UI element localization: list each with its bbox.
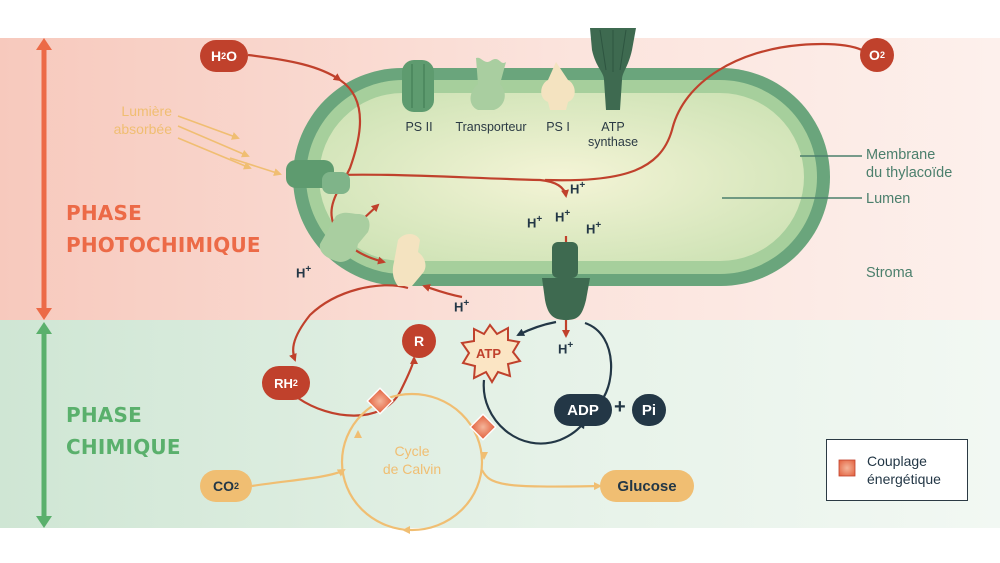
transporter-lower	[319, 212, 370, 262]
membrane-label: Membrane du thylacoïde	[866, 147, 953, 181]
phase-photochemical-label: PHASE PHOTOCHIMIQUE	[66, 201, 261, 257]
photochemical-side-arrow	[36, 38, 52, 320]
legend-coupling-icon	[838, 459, 856, 477]
thylakoid-membrane	[293, 68, 830, 286]
plus-sign: +	[614, 396, 626, 418]
r-pill: R	[402, 324, 436, 358]
phase-chemical-label: PHASE CHIMIQUE	[66, 403, 181, 459]
legend-text: Couplage énergétique	[867, 453, 941, 487]
proton-label: H+	[570, 180, 586, 197]
coupling-square-1	[366, 387, 394, 415]
proton-label: H+	[296, 264, 312, 281]
adp-pill: ADP	[554, 394, 612, 426]
proton-label: H+	[527, 214, 543, 231]
pi-pill: Pi	[632, 394, 666, 426]
ps1-protein	[541, 62, 575, 110]
atp-star	[460, 323, 522, 384]
transporter-protein	[470, 57, 506, 110]
light-label: Lumière absorbée	[113, 103, 172, 137]
calvin-label: Cycle de Calvin	[382, 443, 442, 477]
light-rays	[177, 115, 282, 176]
lower-atp-synthase	[542, 242, 590, 320]
proton-label: H+	[555, 208, 571, 225]
legend: Couplage énergétique	[826, 439, 968, 501]
chemical-side-arrow	[36, 322, 52, 528]
atp-synthase-protein	[590, 28, 636, 110]
calvin-cycle-path	[251, 392, 602, 534]
transporter-label: Transporteur	[455, 120, 527, 134]
coupling-square-2	[469, 413, 497, 441]
ps1-label: PS I	[546, 120, 570, 134]
glucose-pill: Glucose	[600, 470, 694, 502]
atp-label: ATP	[476, 346, 502, 361]
proton-label: H+	[586, 220, 602, 237]
lumen-label: Lumen	[866, 191, 911, 207]
proton-label: H+	[558, 340, 574, 357]
lumen-area	[319, 93, 804, 261]
atp-synthase-label: ATP synthase	[587, 120, 639, 149]
ps2-protein	[402, 60, 434, 112]
proton-label: H+	[454, 298, 470, 315]
stroma-label: Stroma	[866, 265, 913, 281]
ps1-lower	[392, 234, 426, 286]
ps2-label: PS II	[405, 120, 433, 134]
ps2-complex-left	[286, 160, 350, 194]
